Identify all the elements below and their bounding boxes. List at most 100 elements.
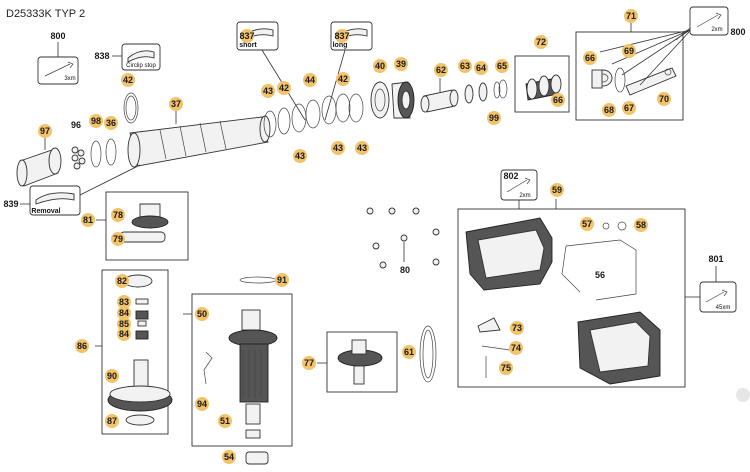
- part-callout-36: 36: [104, 116, 118, 130]
- part-callout-81: 81: [81, 213, 95, 227]
- part-badge: [434, 63, 448, 77]
- part-badge: [474, 61, 488, 75]
- part-callout-62: 62: [434, 63, 448, 77]
- part-badge: [624, 9, 638, 23]
- part-badge: [336, 72, 350, 86]
- part-callout-800: 800: [50, 31, 65, 41]
- part-number-label: 43: [357, 143, 367, 153]
- part-number-label: 40: [375, 61, 385, 71]
- part-number-label: 838: [94, 51, 109, 61]
- part-badge: [105, 369, 119, 383]
- part-callout-65: 65: [495, 59, 509, 73]
- part-callout-43a: 43: [261, 84, 275, 98]
- part-callout-59: 59: [550, 183, 564, 197]
- part-callout-43c: 43: [331, 141, 345, 155]
- scroll-handle[interactable]: [736, 388, 750, 402]
- part-badge: [580, 217, 594, 231]
- part-number-label: 37: [171, 99, 181, 109]
- tool-837-short-text: short: [239, 42, 257, 49]
- part-callout-42c: 42: [336, 72, 350, 86]
- part-number-label: 50: [197, 309, 207, 319]
- part-number-label: 839: [3, 199, 18, 209]
- part-81-box: [96, 191, 189, 261]
- tool-802-size: 2xm: [519, 193, 530, 199]
- part-badge: [89, 114, 103, 128]
- part-callout-87: 87: [105, 414, 119, 428]
- part-72-box: [514, 55, 570, 113]
- part-badge: [275, 273, 289, 287]
- part-callout-96: 96: [71, 120, 81, 130]
- tool-card-800-right: 2xm: [599, 6, 729, 86]
- part-callout-50: 50: [195, 307, 209, 321]
- part-badge: [81, 213, 95, 227]
- part-callout-43b: 43: [293, 149, 307, 163]
- part-number-label: 91: [277, 275, 287, 285]
- part-badge: [583, 51, 597, 65]
- tool-card-801: 45xm: [699, 266, 737, 313]
- part-badge: [499, 361, 513, 375]
- part-callout-802: 802: [503, 171, 518, 181]
- part-badge: [293, 149, 307, 163]
- part-64: [478, 82, 488, 102]
- part-number-label: 837: [239, 31, 254, 41]
- part-number-label: 63: [460, 61, 470, 71]
- tool-card-802: 2xm: [500, 169, 538, 209]
- part-callout-837b: 837: [334, 29, 350, 43]
- part-badge: [634, 218, 648, 232]
- part-badge: [169, 97, 183, 111]
- part-77-box: [317, 331, 398, 393]
- part-65: [498, 79, 508, 99]
- part-number-label: 90: [107, 371, 117, 381]
- part-callout-71: 71: [624, 9, 638, 23]
- part-badge: [104, 116, 118, 130]
- part-number-label: 58: [636, 220, 646, 230]
- part-badge: [550, 183, 564, 197]
- part-callout-82: 82: [115, 274, 129, 288]
- part-number-label: 96: [71, 120, 81, 130]
- part-callout-70: 70: [657, 92, 671, 106]
- part-number-label: 73: [512, 323, 522, 333]
- part-callout-74: 74: [509, 341, 523, 355]
- part-badge: [117, 295, 131, 309]
- part-number-label: 44: [305, 75, 315, 85]
- part-badge: [331, 141, 345, 155]
- part-number-label: 75: [501, 363, 511, 373]
- part-62-shaft: [420, 78, 459, 113]
- part-number-label: 61: [404, 347, 414, 357]
- part-number-label: 800: [50, 31, 65, 41]
- part-86-column: [95, 269, 173, 435]
- part-number-label: 83: [119, 297, 129, 307]
- part-badge: [222, 450, 236, 464]
- part-number-label: 69: [624, 46, 634, 56]
- part-number-label: 98: [91, 116, 101, 126]
- part-50-armature-box: [183, 293, 293, 447]
- part-badge: [509, 341, 523, 355]
- tool-800b-size: 2xm: [711, 27, 722, 33]
- part-number-label: 70: [659, 94, 669, 104]
- part-callout-98: 98: [89, 114, 103, 128]
- part-number-label: 65: [497, 61, 507, 71]
- part-number-label: 99: [489, 113, 499, 123]
- part-callout-44: 44: [303, 73, 317, 87]
- part-number-label: 837: [334, 31, 349, 41]
- part-36-ring: [105, 138, 117, 166]
- part-badge: [218, 414, 232, 428]
- part-badge: [117, 317, 131, 331]
- part-number-label: 85: [119, 319, 129, 329]
- part-callout-78: 78: [111, 208, 125, 222]
- part-callout-69: 69: [622, 44, 636, 58]
- part-callout-837a: 837: [239, 29, 255, 43]
- part-number-label: 84: [119, 308, 129, 318]
- part-63: [464, 84, 474, 104]
- part-number-label: 87: [107, 416, 117, 426]
- part-callout-61: 61: [402, 345, 416, 359]
- part-badge: [111, 208, 125, 222]
- part-59-housing-box: [457, 199, 700, 388]
- part-number-label: 94: [197, 399, 207, 409]
- part-number-label: 77: [304, 358, 314, 368]
- part-number-label: 68: [604, 105, 614, 115]
- part-80-screws: [366, 207, 440, 269]
- part-91-ring: [239, 276, 277, 284]
- part-callout-91: 91: [275, 273, 289, 287]
- part-37-barrel: [127, 108, 271, 168]
